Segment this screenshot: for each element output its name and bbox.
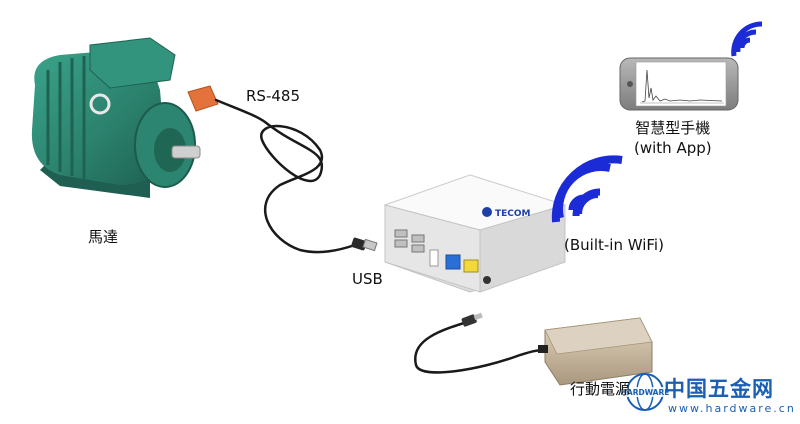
phone-wifi-icon bbox=[731, 21, 763, 57]
motor-label: 馬達 bbox=[88, 228, 119, 246]
device-usb-port bbox=[394, 239, 408, 248]
device-ethernet-port bbox=[445, 254, 461, 270]
motor-hub bbox=[154, 128, 186, 172]
device-side bbox=[479, 204, 566, 293]
watermark-ring-text: HARDWARE bbox=[621, 388, 670, 397]
power-bank-port bbox=[538, 345, 548, 353]
motor-shaft bbox=[171, 145, 201, 159]
watermark-url: www.hardware.cn bbox=[668, 402, 796, 415]
device-usb-port bbox=[394, 229, 408, 238]
tecom-logo-icon bbox=[482, 207, 492, 217]
phone-screen bbox=[635, 61, 727, 107]
usb-connector bbox=[351, 237, 378, 252]
motor-cooling-fins bbox=[46, 56, 86, 180]
device-power-jack bbox=[483, 276, 491, 284]
power-cable bbox=[414, 318, 547, 374]
power-bank bbox=[538, 317, 653, 386]
phone-label: 智慧型手機 (with App) bbox=[634, 118, 712, 158]
rs485-cable bbox=[214, 98, 357, 254]
wifi-label: (Built-in WiFi) bbox=[564, 236, 664, 254]
device-slot bbox=[429, 249, 439, 267]
motor-illustration bbox=[31, 37, 201, 198]
motor-terminal-box bbox=[89, 37, 176, 89]
rs485-label: RS-485 bbox=[246, 87, 300, 105]
device-usb-port bbox=[411, 244, 425, 253]
usb-label: USB bbox=[352, 270, 383, 288]
watermark-brand: 中国五金网 bbox=[664, 377, 774, 401]
sensor-body bbox=[187, 85, 219, 112]
smartphone bbox=[619, 57, 739, 111]
device-brand: TECOM bbox=[495, 209, 531, 219]
power-bank-label: 行動電源 bbox=[570, 380, 631, 398]
device-usb-port bbox=[411, 234, 425, 243]
dc-plug bbox=[461, 312, 483, 327]
wifi-icon bbox=[551, 155, 623, 223]
device-ethernet-port bbox=[463, 259, 479, 273]
phone-spectrum-graph bbox=[641, 69, 723, 103]
phone-label-line1: 智慧型手機 bbox=[635, 119, 711, 137]
phone-label-line2: (with App) bbox=[634, 139, 712, 157]
watermark-globe-icon: HARDWARE bbox=[621, 373, 670, 411]
gateway-device: TECOM bbox=[383, 174, 567, 293]
motor-eye-bolt bbox=[89, 93, 111, 115]
phone-home-button bbox=[627, 81, 633, 87]
vibration-sensor bbox=[187, 85, 219, 112]
